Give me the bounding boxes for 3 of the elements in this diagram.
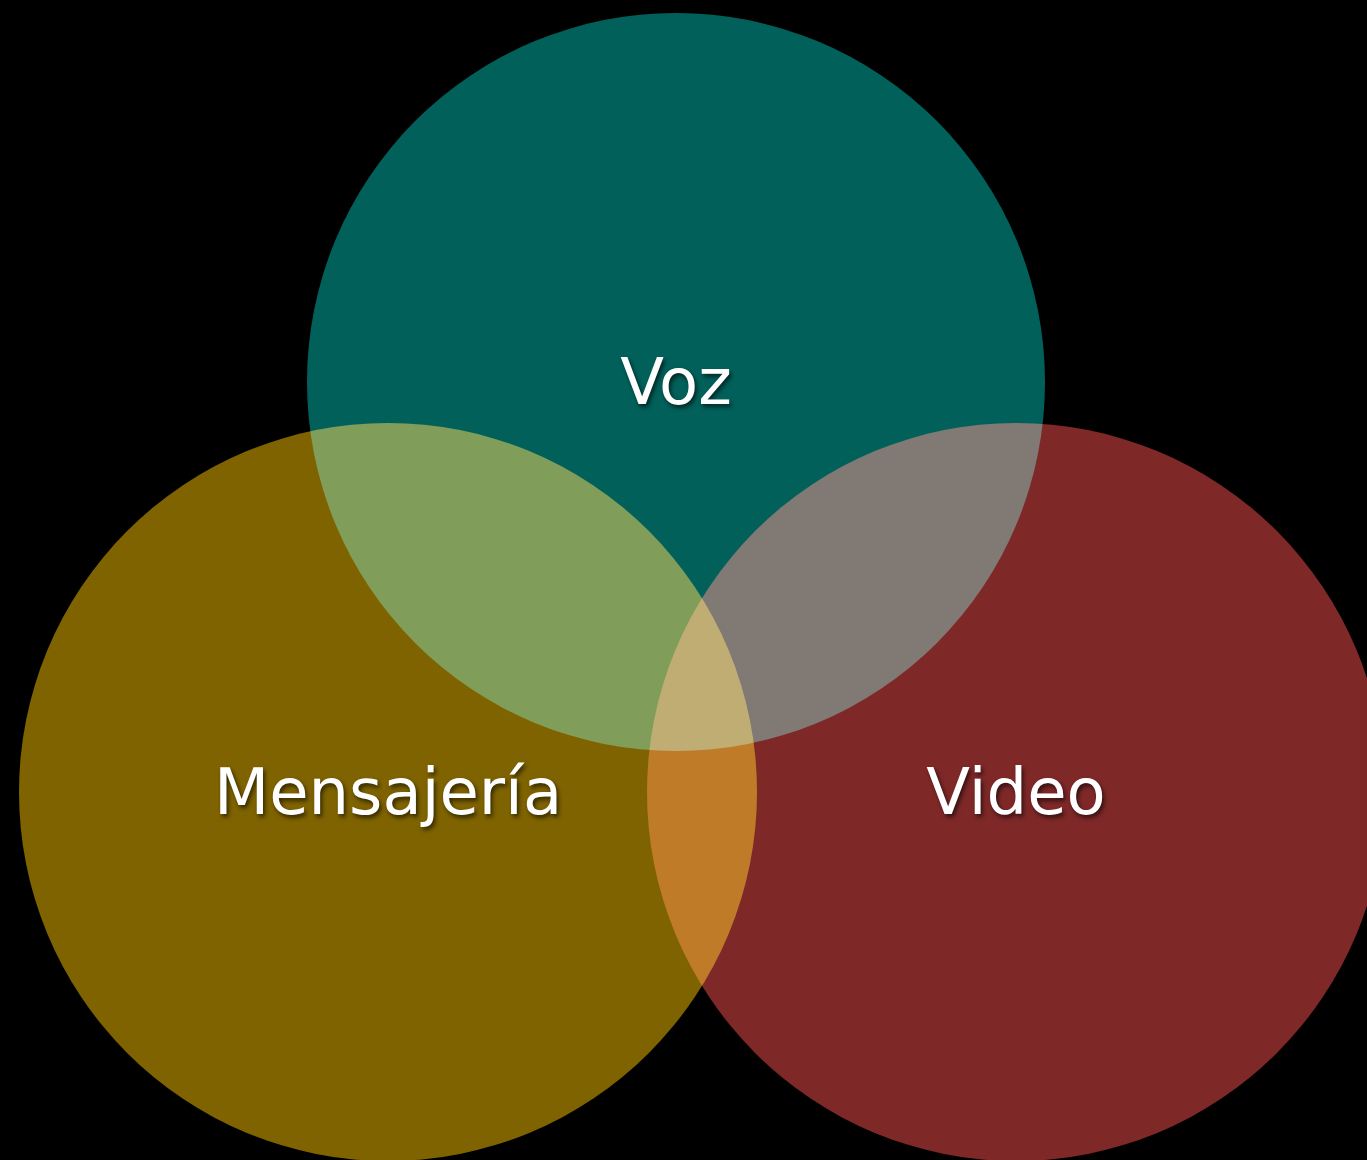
circle-label: Mensajería bbox=[213, 755, 563, 829]
circle-label: Voz bbox=[620, 345, 732, 419]
circle-label: Video bbox=[926, 755, 1106, 829]
